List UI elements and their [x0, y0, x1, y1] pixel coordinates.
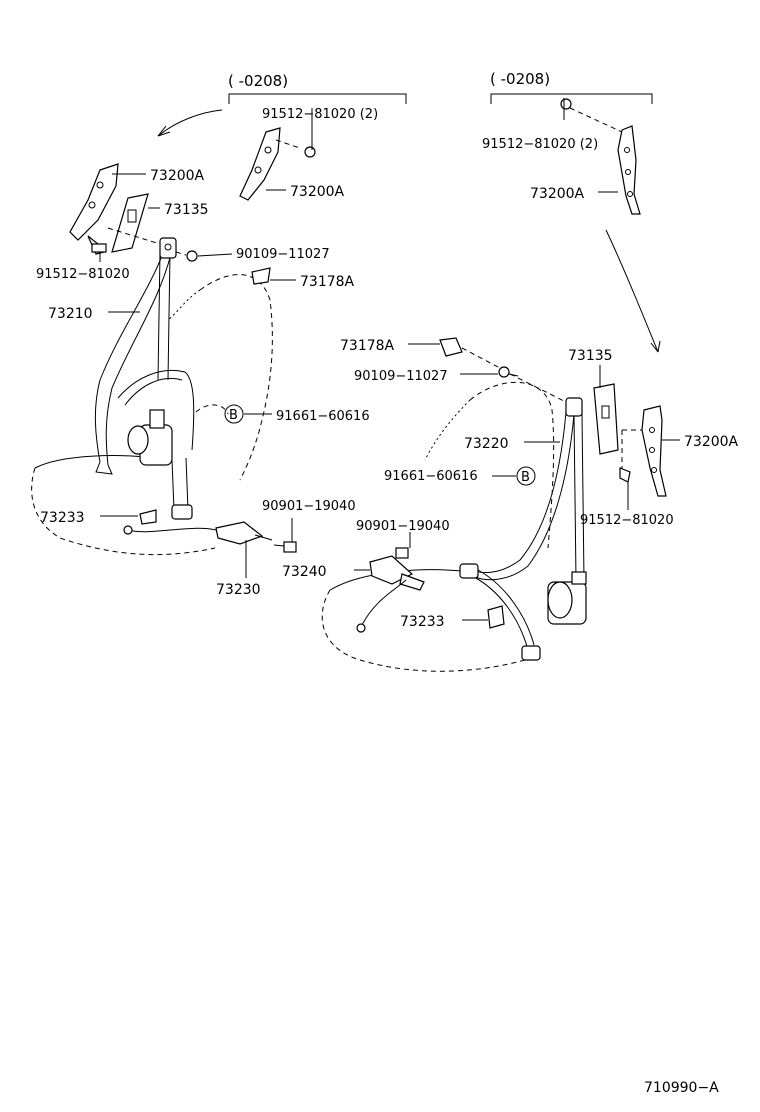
- marker-b-left: B: [224, 404, 244, 424]
- left-cover-73135: [111, 193, 149, 253]
- left-bolt-90901: [273, 541, 297, 553]
- left-bolt-91661: [195, 404, 229, 415]
- label-91661-60616-right: 91661−60616: [384, 469, 478, 484]
- left-buckle-73230: [123, 521, 273, 545]
- label-73200A-left: 73200A: [150, 168, 205, 184]
- right-adjuster-73200A: [621, 405, 667, 497]
- label-91661-60616-left: 91661−60616: [276, 409, 370, 424]
- right-retractor: [459, 563, 587, 661]
- label-91512-81020-2-right: 91512−81020 (2): [482, 137, 598, 152]
- right-cap-73233: [487, 605, 505, 629]
- right-bolt-90109: [498, 366, 519, 378]
- header-left-text: ( -0208): [228, 72, 288, 90]
- label-90901-19040-right: 90901−19040: [356, 519, 450, 534]
- label-73178A-right: 73178A: [340, 338, 395, 354]
- label-73200A-right-detail: 73200A: [530, 186, 585, 202]
- marker-b-right-text: B: [521, 470, 530, 485]
- right-year-bracket: ( -0208): [490, 70, 653, 104]
- marker-b-left-text: B: [229, 408, 238, 423]
- label-91512-81020-2-left: 91512−81020 (2): [262, 107, 378, 122]
- right-bolt-91512: [619, 467, 631, 483]
- right-shoulder-anchor: [509, 373, 583, 417]
- label-73178A-left: 73178A: [300, 274, 355, 290]
- left-belt-webbing: [94, 247, 195, 511]
- header-right-text: ( -0208): [490, 70, 550, 88]
- left-clip-73178A: [251, 267, 271, 285]
- label-73233-left: 73233: [40, 510, 85, 526]
- label-73135-right: 73135: [568, 348, 613, 364]
- label-73200A-right: 73200A: [684, 434, 739, 450]
- label-73220: 73220: [464, 436, 509, 452]
- label-73210: 73210: [48, 306, 93, 322]
- right-buckle-73240: [356, 555, 425, 633]
- label-90109-11027-left: 90109−11027: [236, 247, 330, 262]
- leader-lines: [99, 98, 680, 621]
- label-73233-right: 73233: [400, 614, 445, 630]
- right-clip-73178A: [439, 337, 501, 369]
- left-curved-arrow: [157, 109, 223, 137]
- label-73200A-left-detail: 73200A: [290, 184, 345, 200]
- left-anchor-bolt: [87, 235, 107, 255]
- left-shoulder-anchor: [107, 227, 177, 259]
- left-bolt-90109: [175, 250, 198, 262]
- label-73135-left: 73135: [164, 202, 209, 218]
- label-91512-81020-left: 91512−81020: [36, 267, 130, 282]
- left-retractor: [127, 409, 193, 520]
- label-73240: 73240: [282, 564, 327, 580]
- label-91512-81020-right: 91512−81020: [580, 513, 674, 528]
- left-upper-detail-73200A: [239, 127, 316, 201]
- left-adjuster-73200A: [69, 163, 119, 241]
- right-cover-73135: [593, 383, 619, 455]
- figure-code: 710990−A: [644, 1080, 719, 1096]
- left-cap-73233: [139, 509, 157, 525]
- right-curved-arrow: [605, 229, 661, 353]
- marker-b-right: B: [516, 466, 536, 486]
- label-90109-11027-right: 90109−11027: [354, 369, 448, 384]
- right-bolt-90901: [395, 547, 409, 559]
- label-73230: 73230: [216, 582, 261, 598]
- label-90901-19040-left: 90901−19040: [262, 499, 356, 514]
- right-belt-webbing: [467, 411, 585, 651]
- left-year-bracket: ( -0208): [228, 72, 407, 104]
